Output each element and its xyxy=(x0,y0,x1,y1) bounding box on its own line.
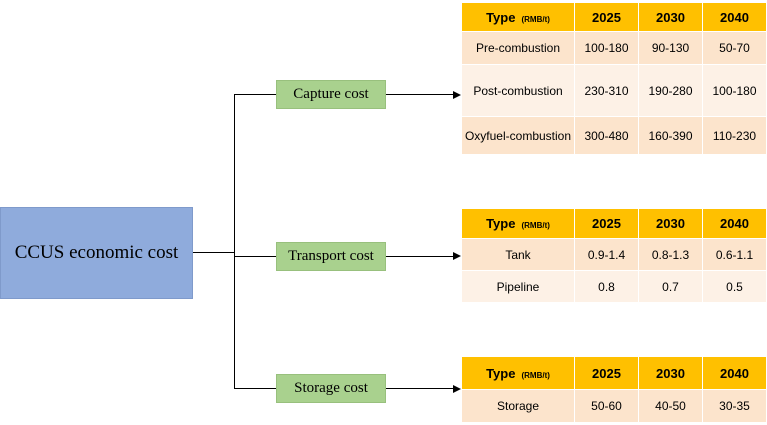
type-cell: Oxyfuel-combustion xyxy=(461,116,575,155)
value-cell: 100-180 xyxy=(574,31,639,65)
year-header-cell: 2030 xyxy=(638,208,703,239)
type-cell: Pipeline xyxy=(461,270,575,303)
value-cell: 50-70 xyxy=(702,31,767,65)
connector-trunk-to-transport xyxy=(234,256,276,257)
arrow-storage-head xyxy=(453,385,461,393)
type-cell: Post-combustion xyxy=(461,64,575,117)
table-row: Storage 50-60 40-50 30-35 xyxy=(461,389,767,423)
type-cell: Tank xyxy=(461,238,575,271)
value-cell: 30-35 xyxy=(702,389,767,423)
transport-cost-label: Transport cost xyxy=(288,248,374,264)
value-cell: 0.6-1.1 xyxy=(702,238,767,271)
arrow-transport-head xyxy=(453,252,461,260)
capture-cost-table: Type(RMB/t) 2025 2030 2040 Pre-combustio… xyxy=(461,2,767,155)
value-cell: 90-130 xyxy=(638,31,703,65)
type-cell: Pre-combustion xyxy=(461,31,575,65)
storage-cost-node: Storage cost xyxy=(276,374,386,403)
value-cell: 160-390 xyxy=(638,116,703,155)
type-header-cell: Type(RMB/t) xyxy=(461,356,575,390)
value-cell: 40-50 xyxy=(638,389,703,423)
arrow-capture-head xyxy=(453,91,461,99)
value-cell: 0.5 xyxy=(702,270,767,303)
capture-cost-label: Capture cost xyxy=(293,86,369,102)
value-cell: 300-480 xyxy=(574,116,639,155)
connector-root-to-trunk xyxy=(193,252,235,253)
root-node-ccus-economic-cost: CCUS economic cost xyxy=(0,207,193,299)
year-header-cell: 2025 xyxy=(574,2,639,32)
transport-cost-table: Type(RMB/t) 2025 2030 2040 Tank 0.9-1.4 … xyxy=(461,208,767,303)
value-cell: 190-280 xyxy=(638,64,703,117)
year-header-cell: 2030 xyxy=(638,356,703,390)
year-header-cell: 2040 xyxy=(702,2,767,32)
table-row: Tank 0.9-1.4 0.8-1.3 0.6-1.1 xyxy=(461,238,767,271)
type-header-cell: Type(RMB/t) xyxy=(461,208,575,239)
value-cell: 100-180 xyxy=(702,64,767,117)
year-header-cell: 2040 xyxy=(702,208,767,239)
table-header-row: Type(RMB/t) 2025 2030 2040 xyxy=(461,356,767,390)
type-cell: Storage xyxy=(461,389,575,423)
value-cell: 50-60 xyxy=(574,389,639,423)
year-header-cell: 2040 xyxy=(702,356,767,390)
storage-cost-label: Storage cost xyxy=(294,380,368,396)
connector-trunk-to-capture xyxy=(234,94,276,95)
table-row: Oxyfuel-combustion 300-480 160-390 110-2… xyxy=(461,116,767,155)
value-cell: 0.9-1.4 xyxy=(574,238,639,271)
table-header-row: Type(RMB/t) 2025 2030 2040 xyxy=(461,2,767,32)
arrow-transport-shaft xyxy=(386,256,454,257)
value-cell: 0.7 xyxy=(638,270,703,303)
arrow-capture-shaft xyxy=(386,94,454,95)
type-header-cell: Type(RMB/t) xyxy=(461,2,575,32)
value-cell: 0.8-1.3 xyxy=(638,238,703,271)
storage-cost-table: Type(RMB/t) 2025 2030 2040 Storage 50-60… xyxy=(461,356,767,423)
arrow-storage-shaft xyxy=(386,388,454,389)
value-cell: 0.8 xyxy=(574,270,639,303)
value-cell: 230-310 xyxy=(574,64,639,117)
year-header-cell: 2025 xyxy=(574,356,639,390)
connector-trunk-vertical xyxy=(234,94,235,389)
table-header-row: Type(RMB/t) 2025 2030 2040 xyxy=(461,208,767,239)
root-node-label: CCUS economic cost xyxy=(14,242,179,263)
table-row: Pre-combustion 100-180 90-130 50-70 xyxy=(461,31,767,65)
transport-cost-node: Transport cost xyxy=(276,242,386,271)
capture-cost-node: Capture cost xyxy=(276,80,386,109)
year-header-cell: 2030 xyxy=(638,2,703,32)
table-row: Post-combustion 230-310 190-280 100-180 xyxy=(461,64,767,117)
table-row: Pipeline 0.8 0.7 0.5 xyxy=(461,270,767,303)
year-header-cell: 2025 xyxy=(574,208,639,239)
connector-trunk-to-storage xyxy=(234,388,276,389)
value-cell: 110-230 xyxy=(702,116,767,155)
